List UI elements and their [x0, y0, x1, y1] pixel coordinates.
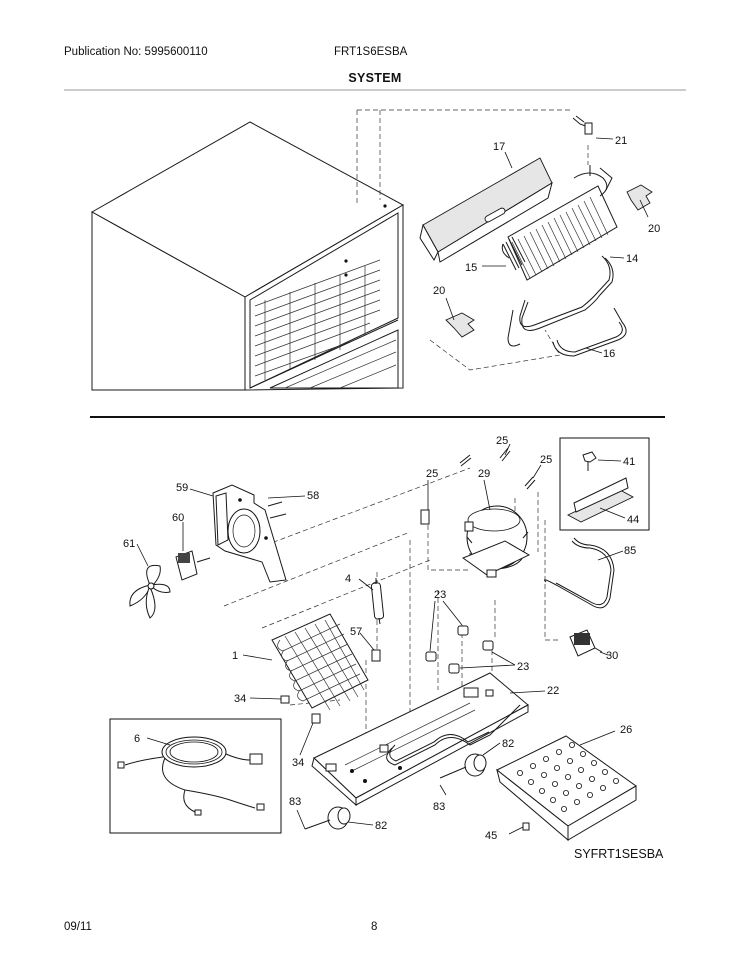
relay-bracket-inset [559, 437, 650, 531]
callout-41: 41 [623, 456, 635, 468]
screws-part-58 [267, 501, 287, 519]
callout-20-right: 20 [648, 223, 660, 235]
filter-drier [370, 578, 385, 625]
callout-leaders [136, 137, 649, 835]
callout-25-right: 25 [540, 454, 552, 466]
callout-6: 6 [134, 733, 140, 745]
footer-date: 09/11 [64, 921, 92, 933]
callout-14: 14 [626, 253, 638, 265]
drain-pan [496, 735, 637, 842]
callout-23-bottom: 23 [517, 661, 529, 673]
callout-16: 16 [603, 348, 615, 360]
callout-57: 57 [350, 626, 362, 638]
callout-34-right: 34 [292, 757, 304, 769]
grommets-part-23 [425, 625, 494, 674]
page-number: 8 [371, 921, 378, 933]
publication-number: Publication No: 5995600110 [64, 46, 208, 58]
clips-part-25 [420, 447, 536, 525]
condenser-coil [271, 613, 369, 711]
power-cord-inset [109, 718, 282, 834]
clip-part-34-right [311, 713, 321, 724]
callout-1: 1 [232, 650, 238, 662]
callout-25-left: 25 [426, 468, 438, 480]
callout-30: 30 [606, 650, 618, 662]
callout-82-right: 82 [502, 738, 514, 750]
callout-21: 21 [615, 135, 627, 147]
bracket-part-20-left [445, 312, 475, 338]
model-number: FRT1S6ESBA [334, 46, 408, 58]
callout-29: 29 [478, 468, 490, 480]
suction-tube [544, 537, 615, 609]
compressor [461, 505, 531, 578]
refrigerator-cabinet [90, 121, 405, 391]
callout-23-top: 23 [434, 589, 446, 601]
relay [569, 629, 603, 657]
callout-26: 26 [620, 724, 632, 736]
leveling-leg-left [304, 806, 351, 830]
callout-58: 58 [307, 490, 319, 502]
top-projection-lines [356, 109, 589, 371]
bottom-projection-lines [223, 467, 560, 750]
callout-34-left: 34 [234, 693, 246, 705]
callout-82-left: 82 [375, 820, 387, 832]
condenser-fan-shroud [212, 484, 287, 583]
callout-25-top: 25 [496, 435, 508, 447]
callout-45: 45 [485, 830, 497, 842]
evaporator-coil [501, 165, 618, 281]
callout-83-right: 83 [433, 801, 445, 813]
callout-61: 61 [123, 538, 135, 550]
callout-15: 15 [465, 262, 477, 274]
clip-part-34-left [280, 695, 290, 704]
callout-20-left: 20 [433, 285, 445, 297]
diagram-code: SYFRT1SESBA [574, 847, 664, 861]
callout-83-left: 83 [289, 796, 301, 808]
clip-part-57 [371, 649, 381, 662]
clip-part-21 [572, 115, 593, 135]
leveling-leg-right [439, 753, 487, 779]
callout-60: 60 [172, 512, 184, 524]
bracket-part-20-right [626, 184, 653, 211]
callout-59: 59 [176, 482, 188, 494]
fan-blade [129, 564, 171, 619]
callout-44: 44 [627, 514, 639, 526]
base-pan [311, 672, 529, 807]
callout-numbers: 17 21 20 14 15 20 16 25 25 25 29 41 44 5… [123, 135, 660, 842]
callout-85: 85 [624, 545, 636, 557]
callout-17: 17 [493, 141, 505, 153]
callout-4: 4 [345, 573, 351, 585]
fan-motor [175, 550, 211, 581]
page-title: SYSTEM [348, 71, 402, 85]
defrost-heater [507, 255, 627, 357]
evaporator-cover [419, 157, 553, 263]
callout-22: 22 [547, 685, 559, 697]
